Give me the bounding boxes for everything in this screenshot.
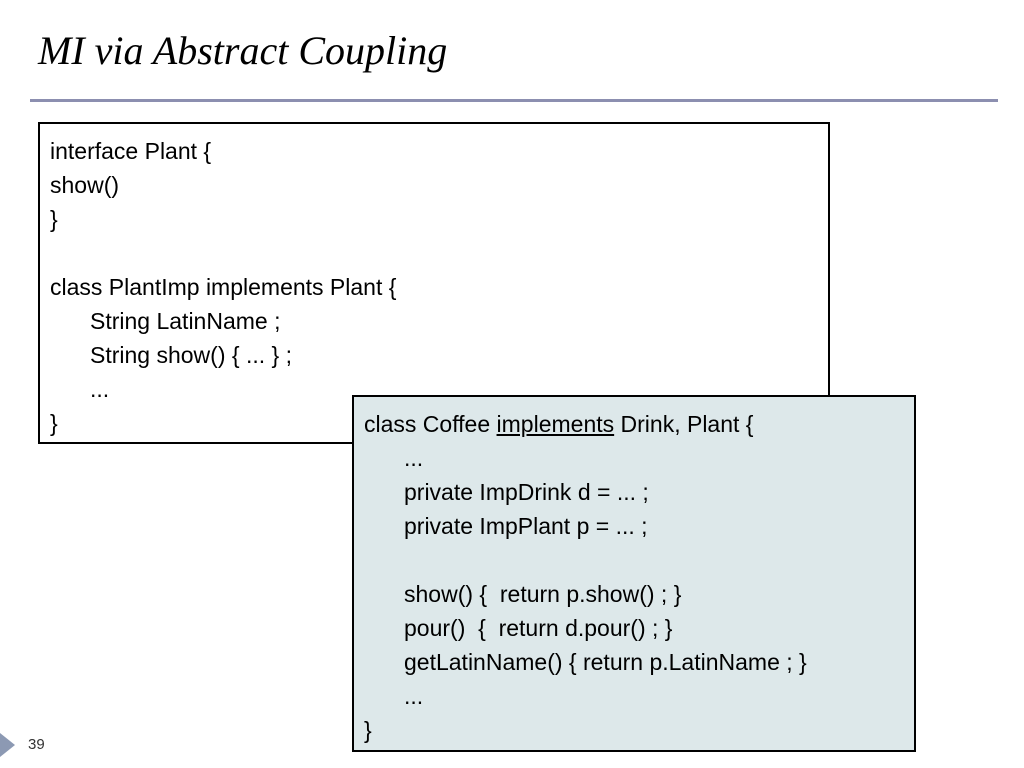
coffee-code-box: class Coffee implements Drink, Plant { .… [352,395,916,752]
code-line: ... [404,445,424,471]
title-divider [30,99,998,102]
plant-code-box: interface Plant { show() } class PlantIm… [38,122,830,444]
code-line: show() { return p.show() ; } [404,581,682,607]
code-line: String LatinName ; [90,308,281,334]
code-text: class Coffee [364,411,497,437]
code-line: } [50,206,58,232]
code-line: ... [90,376,110,402]
implements-keyword: implements [496,411,615,437]
code-line [50,236,818,270]
code-line: class Coffee implements Drink, Plant { [364,407,904,441]
code-line: show() [50,172,120,198]
code-text: Drink, Plant { [614,411,754,437]
page-number: 39 [28,736,45,753]
code-line: ... [404,683,424,709]
code-line: getLatinName() { return p.LatinName ; } [404,649,807,675]
slide-title: MI via Abstract Coupling [38,28,448,73]
code-line: private ImpPlant p = ... ; [404,513,648,539]
code-line: pour() { return d.pour() ; } [404,615,673,641]
code-line: private ImpDrink d = ... ; [404,479,649,505]
code-line [364,543,904,577]
code-line: } [50,410,58,436]
code-line: String show() { ... } ; [90,342,292,368]
code-line: interface Plant { [50,138,212,164]
code-line: } [364,717,372,743]
code-line: class PlantImp implements Plant { [50,274,397,300]
footer-triangle-icon [0,733,15,757]
